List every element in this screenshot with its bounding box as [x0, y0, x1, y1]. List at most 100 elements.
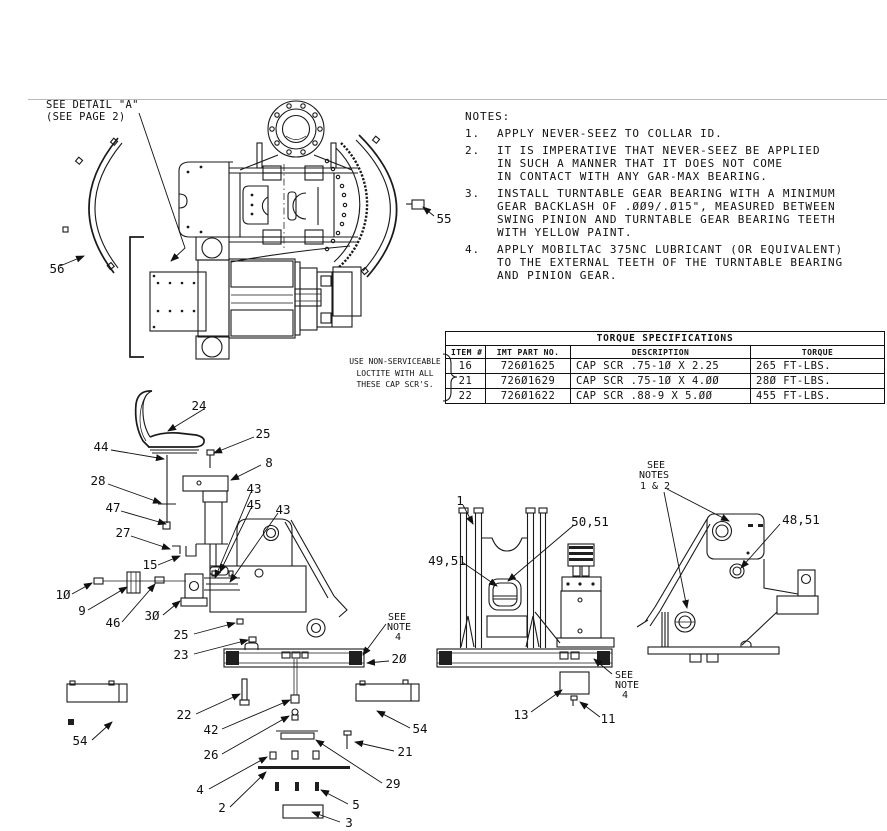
turntable-flange [267, 100, 325, 158]
note-item: 3. INSTALL TURNTABLE GEAR BEARING WITH A… [465, 187, 843, 239]
cell-description: CAP SCR .75-1Ø X 2.25 [570, 358, 751, 374]
callout-1: 1 [456, 493, 464, 508]
see-note-4-label: SEE [388, 612, 406, 623]
callout-30: 3Ø [144, 608, 160, 623]
brace-glyph [442, 353, 458, 402]
cover-plate-left [66, 680, 128, 725]
callout-22: 22 [176, 707, 191, 722]
swing-motor-small [556, 543, 615, 648]
cell-description: CAP SCR .75-1Ø X 4.ØØ [570, 373, 751, 389]
callout-54: 54 [412, 721, 427, 736]
cell-part-no: 726Ø1625 [485, 358, 571, 374]
see-note-4-label: NOTE [615, 680, 639, 691]
see-notes-1-2-label: SEE [647, 460, 665, 471]
callout-8: 8 [265, 455, 273, 470]
cell-item: 16 [445, 358, 486, 374]
cell-part-no: 726Ø1622 [485, 388, 571, 404]
latch-block [741, 569, 819, 646]
pedestal-exploded-view: 1 49,51 50,51 13 11 SEE NOTE 4 [428, 493, 639, 726]
callout-45: 45 [246, 497, 261, 512]
cell-item: 22 [445, 388, 486, 404]
cell-torque: 455 FT-LBS. [749, 388, 886, 404]
note-item: 1. APPLY NEVER-SEEZ TO COLLAR ID. [465, 127, 843, 140]
callout-43: 43 [246, 481, 261, 496]
note-text: APPLY MOBILTAC 375NC LUBRICANT (OR EQUIV… [497, 243, 844, 282]
callout-9: 9 [78, 603, 86, 618]
left-guard-arc [62, 137, 123, 274]
side-base [647, 640, 780, 663]
see-notes-1-2-label: 1 & 2 [640, 481, 670, 492]
clamp-stack [204, 566, 257, 643]
page-border-line [28, 99, 887, 100]
callout-23: 23 [173, 647, 188, 662]
right-guard-arc [355, 134, 425, 278]
see-notes-1-2-label: NOTES [639, 470, 669, 481]
note-number: 2. [465, 144, 481, 157]
callout-24: 24 [191, 398, 206, 413]
seat-riser-exploded-view: 24 25 8 44 28 47 27 15 1Ø 9 46 3Ø 43 45 … [55, 390, 348, 662]
callout-50-51: 50,51 [571, 514, 609, 529]
callout-4: 4 [196, 782, 204, 797]
base-plate-exploded-parts: 22 42 26 4 2 54 54 21 29 5 3 2Ø SEE NOTE… [66, 612, 428, 830]
callout-25: 25 [255, 426, 270, 441]
swing-housing [178, 142, 362, 317]
turntable-assembly-view: 55 56 [49, 100, 452, 360]
callout-28: 28 [90, 473, 105, 488]
callout-26: 26 [203, 747, 218, 762]
pivot-bracket [93, 571, 208, 607]
callout-43: 43 [275, 502, 290, 517]
note-item: 2. IT IS IMPERATIVE THAT NEVER-SEEZ BE A… [465, 144, 843, 183]
see-detail-leader [138, 112, 186, 262]
note-text: APPLY NEVER-SEEZ TO COLLAR ID. [497, 127, 723, 140]
pedestal-channel [458, 507, 561, 648]
callout-5: 5 [352, 797, 360, 812]
callout-55: 55 [436, 211, 451, 226]
note-number: 1. [465, 127, 481, 140]
note-number: 4. [465, 243, 481, 256]
note-item: 4. APPLY MOBILTAC 375NC LUBRICANT (OR EQ… [465, 243, 843, 282]
see-note-4-label: 4 [395, 632, 401, 643]
callout-54: 54 [72, 733, 87, 748]
see-note-4-label: 4 [622, 690, 628, 701]
callout-25: 25 [173, 627, 188, 642]
callout-48-51: 48,51 [782, 512, 820, 527]
callout-49-51: 49,51 [428, 553, 466, 568]
note-number: 3. [465, 187, 481, 200]
callout-29: 29 [385, 776, 400, 791]
note-text: IT IS IMPERATIVE THAT NEVER-SEEZ BE APPL… [497, 144, 821, 183]
callout-44: 44 [93, 439, 108, 454]
torque-table: TORQUE SPECIFICATIONS ITEM # IMT PART NO… [444, 331, 886, 404]
cover-plate-right [355, 679, 420, 702]
pedestal-base-plate [436, 648, 613, 668]
callout-47: 47 [105, 500, 120, 515]
see-note-4-label: NOTE [387, 622, 411, 633]
callout-27: 27 [115, 525, 130, 540]
callout-20: 2Ø [391, 651, 407, 666]
gear-bearing-arc [324, 142, 369, 269]
note-text: INSTALL TURNTABLE GEAR BEARING WITH A MI… [497, 187, 836, 239]
callout-15: 15 [142, 557, 157, 572]
table-row: 16 726Ø1625 CAP SCR .75-1Ø X 2.25 265 FT… [445, 358, 886, 374]
callout-3: 3 [345, 815, 353, 830]
callout-56: 56 [49, 261, 64, 276]
pinion-cover [559, 671, 590, 695]
loctite-note: USE NON-SERVICEABLE LOCTITE WITH ALL THE… [349, 357, 441, 389]
notes-section: NOTES: 1. APPLY NEVER-SEEZ TO COLLAR ID.… [465, 110, 843, 286]
bracket-symbol [129, 236, 144, 358]
table-row: 22 726Ø1622 CAP SCR .88-9 X 5.ØØ 455 FT-… [445, 388, 886, 404]
side-plate [636, 513, 799, 647]
cell-description: CAP SCR .88-9 X 5.ØØ [570, 388, 751, 404]
callout-13: 13 [513, 707, 528, 722]
callout-21: 21 [397, 744, 412, 759]
callout-46: 46 [105, 615, 120, 630]
see-note-4-label: SEE [615, 670, 633, 681]
operator-seat [134, 390, 205, 466]
callout-42: 42 [203, 722, 218, 737]
callout-10: 1Ø [55, 587, 71, 602]
side-plate-exploded-view: SEE NOTES 1 & 2 48,51 [636, 460, 820, 663]
callout-11: 11 [600, 711, 615, 726]
swing-drive-motor [129, 236, 353, 360]
notes-title: NOTES: [465, 110, 511, 123]
